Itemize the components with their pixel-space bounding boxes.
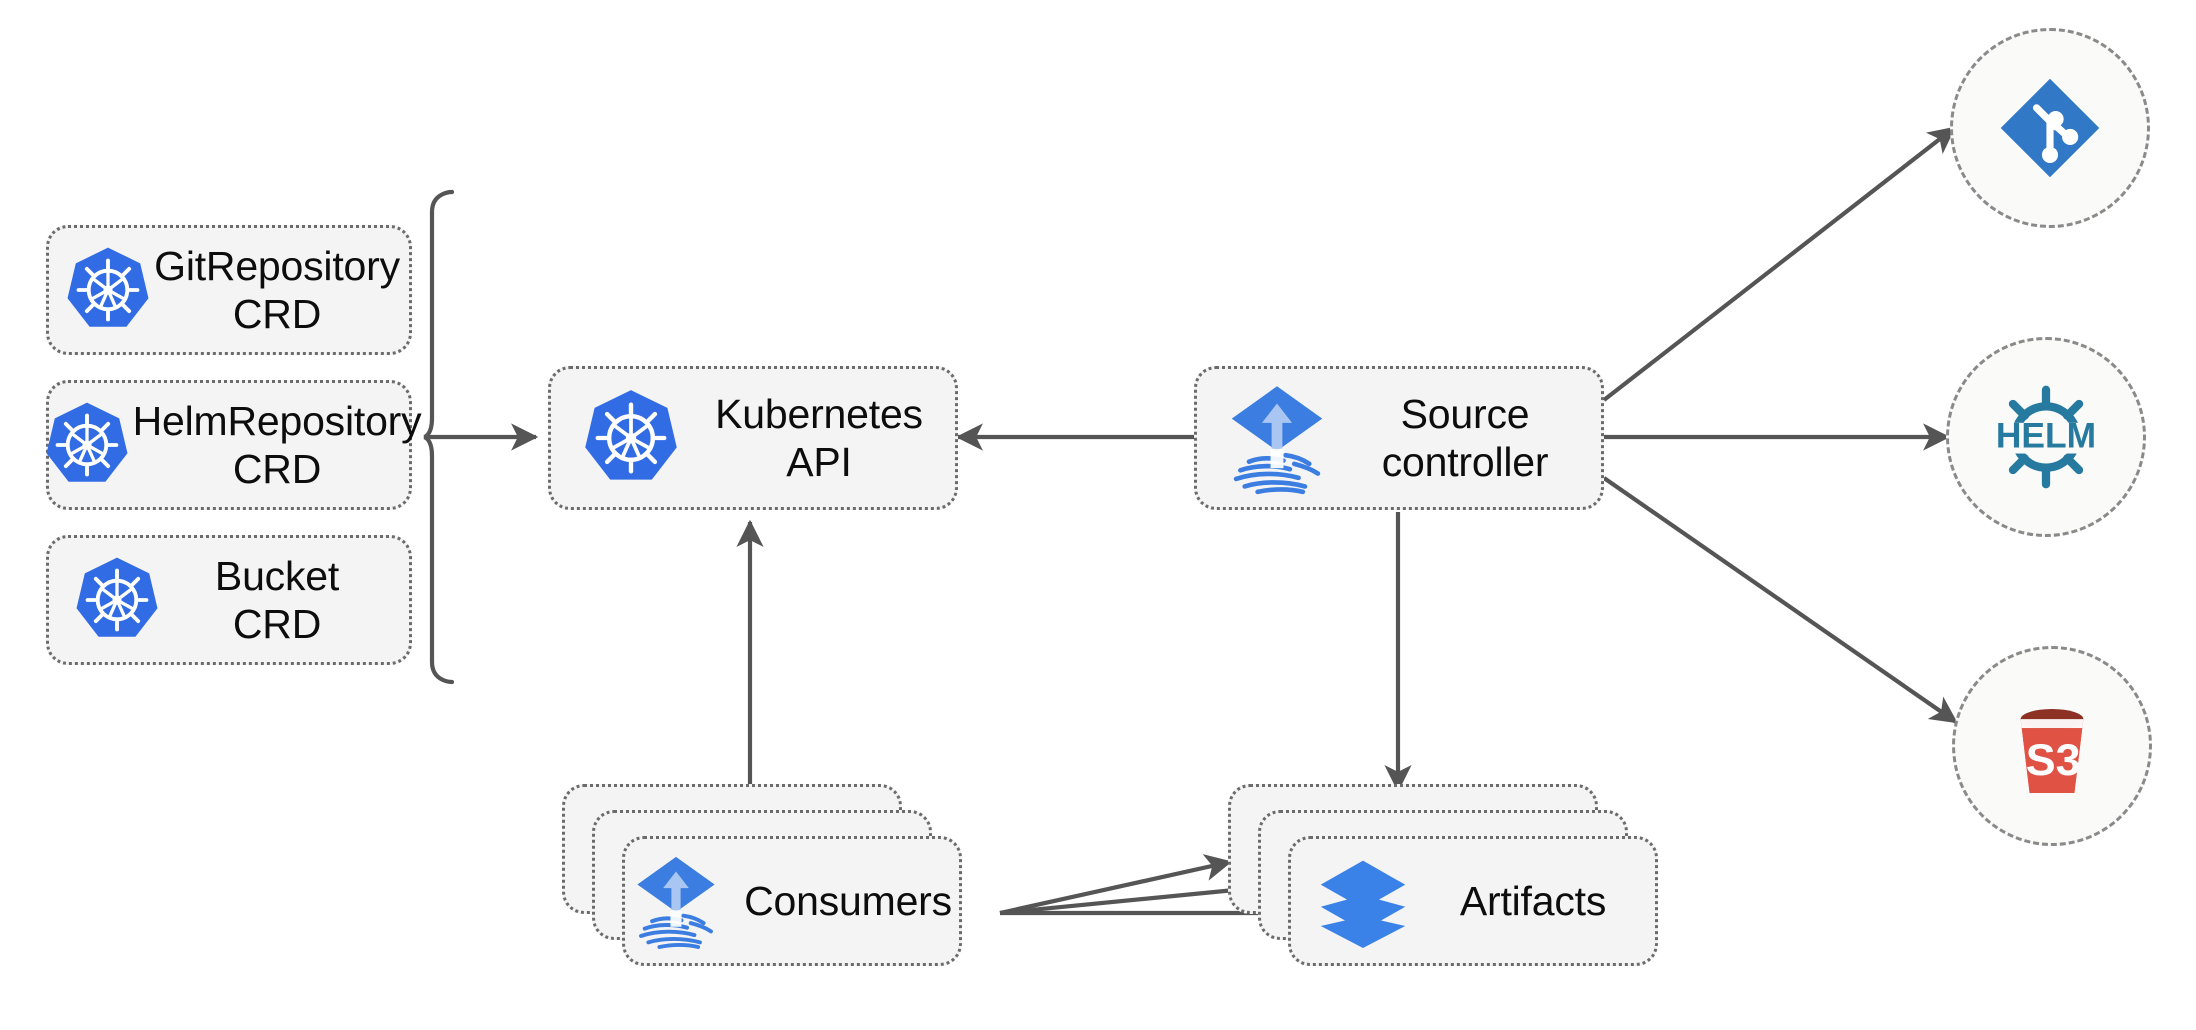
edge-source-controller-to-git (1602, 126, 1956, 402)
kubernetes-icon (41, 399, 133, 491)
s3-bucket-icon: S3 (1996, 690, 2108, 802)
kubernetes-icon (62, 244, 154, 336)
kubernetes-api-node[interactable]: Kubernetes API (548, 366, 958, 510)
consumers-node[interactable]: Consumers (562, 784, 962, 974)
kubernetes-api-label: Kubernetes API (715, 390, 923, 485)
consumers-card-front[interactable]: Consumers (622, 836, 962, 966)
source-controller-node[interactable]: Source controller (1194, 366, 1604, 510)
edge-source-controller-to-s3 (1602, 476, 1958, 724)
git-icon (1994, 72, 2106, 184)
artifacts-card-front[interactable]: Artifacts (1288, 836, 1658, 966)
flux-icon (630, 853, 722, 949)
source-controller-label: Source controller (1381, 390, 1549, 485)
consumers-label: Consumers (744, 877, 952, 924)
bucket-crd-label: Bucket CRD (214, 552, 340, 647)
kubernetes-icon (71, 554, 163, 646)
flux-icon (1225, 386, 1329, 495)
artifacts-label: Artifacts (1459, 877, 1607, 924)
artifacts-node[interactable]: Artifacts (1228, 784, 1658, 974)
s3-wordmark: S3 (2026, 735, 2081, 785)
helmrepository-crd-label: HelmRepository CRD (132, 397, 422, 492)
edge-consumers-to-artifacts-back (999, 854, 1233, 916)
gitrepository-crd-node[interactable]: GitRepository CRD (46, 225, 412, 355)
layers-icon (1315, 853, 1411, 949)
helm-endpoint-node[interactable]: HELM (1946, 337, 2146, 537)
git-endpoint-node[interactable] (1950, 28, 2150, 228)
edge-consumers-to-artifacts-middle (999, 876, 1258, 916)
bucket-crd-node[interactable]: Bucket CRD (46, 535, 412, 665)
helmrepository-crd-node[interactable]: HelmRepository CRD (46, 380, 422, 510)
helm-wordmark: HELM (1996, 417, 2096, 456)
s3-endpoint-node[interactable]: S3 (1952, 646, 2152, 846)
kubernetes-icon (579, 386, 683, 490)
helm-icon: HELM (1987, 378, 2105, 496)
gitrepository-crd-label: GitRepository CRD (154, 242, 400, 337)
